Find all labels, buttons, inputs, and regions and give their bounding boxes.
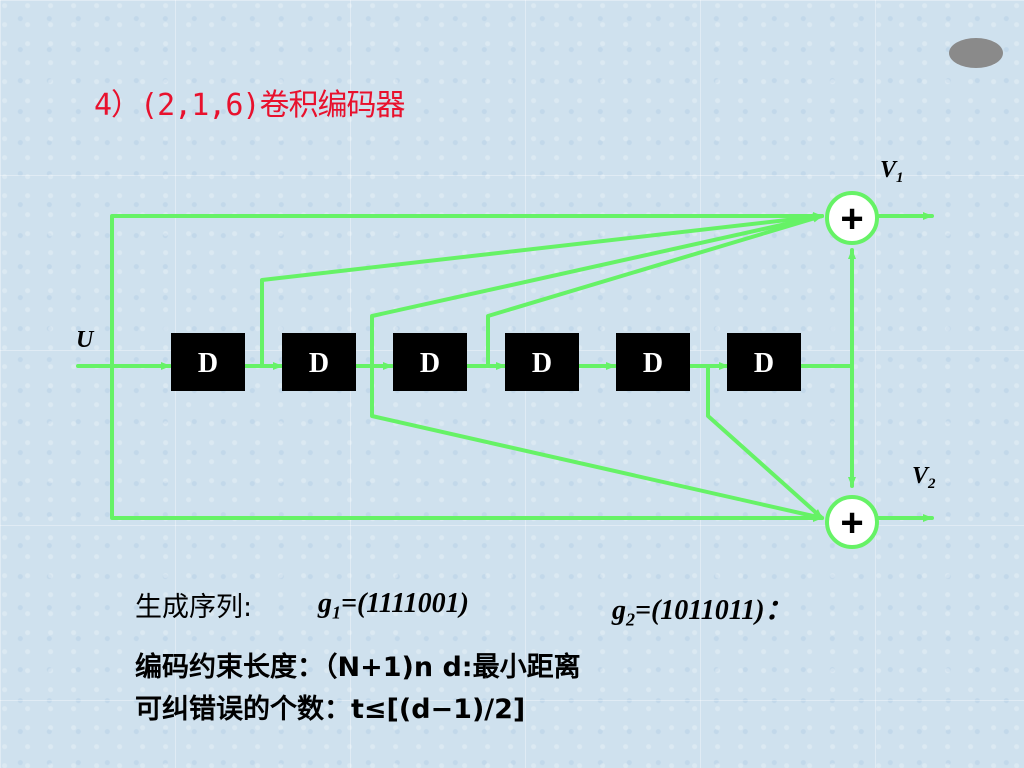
- input-label: U: [76, 327, 95, 353]
- output1-label: V1: [880, 157, 904, 186]
- generator-g1: g1=(1111001): [318, 588, 469, 623]
- delay-register-2: D: [282, 333, 356, 391]
- nav-oval-button[interactable]: [949, 38, 1003, 68]
- tap-u-v2: [110, 364, 824, 522]
- svg-text:D: D: [754, 348, 774, 379]
- svg-text:+: +: [840, 501, 863, 545]
- svg-text:+: +: [840, 197, 863, 241]
- svg-text:D: D: [643, 348, 663, 379]
- delay-register-1: D: [171, 333, 245, 391]
- tap-u-v1: [110, 212, 824, 368]
- svg-text:D: D: [532, 348, 552, 379]
- generator-g2: g2=(1011011)：: [612, 595, 793, 630]
- delay-register-4: D: [505, 333, 579, 391]
- svg-text:D: D: [198, 348, 218, 379]
- tap-d2-v1: [370, 214, 824, 368]
- error-correction-text: 可纠错误的个数：t≤[(d−1)/2]: [135, 694, 526, 725]
- adder-v1: +: [825, 191, 879, 245]
- tap-d1-v1: [260, 213, 824, 368]
- constraint-length-text: 编码约束长度：（N+1)n d:最小距离: [135, 652, 581, 683]
- delay-register-6: D: [727, 333, 801, 391]
- delay-register-5: D: [616, 333, 690, 391]
- svg-text:D: D: [420, 348, 440, 379]
- generator-label: 生成序列:: [135, 592, 253, 623]
- tap-d3-v1: [486, 214, 824, 368]
- svg-text:D: D: [309, 348, 329, 379]
- adder-v2: +: [825, 495, 879, 549]
- tap-d5-v2: [706, 364, 824, 520]
- delay-register-3: D: [393, 333, 467, 391]
- page-title: 4）(2,1,6)卷积编码器: [94, 88, 405, 123]
- tap-d2-v2: [370, 364, 824, 520]
- output2-label: V2: [912, 463, 936, 492]
